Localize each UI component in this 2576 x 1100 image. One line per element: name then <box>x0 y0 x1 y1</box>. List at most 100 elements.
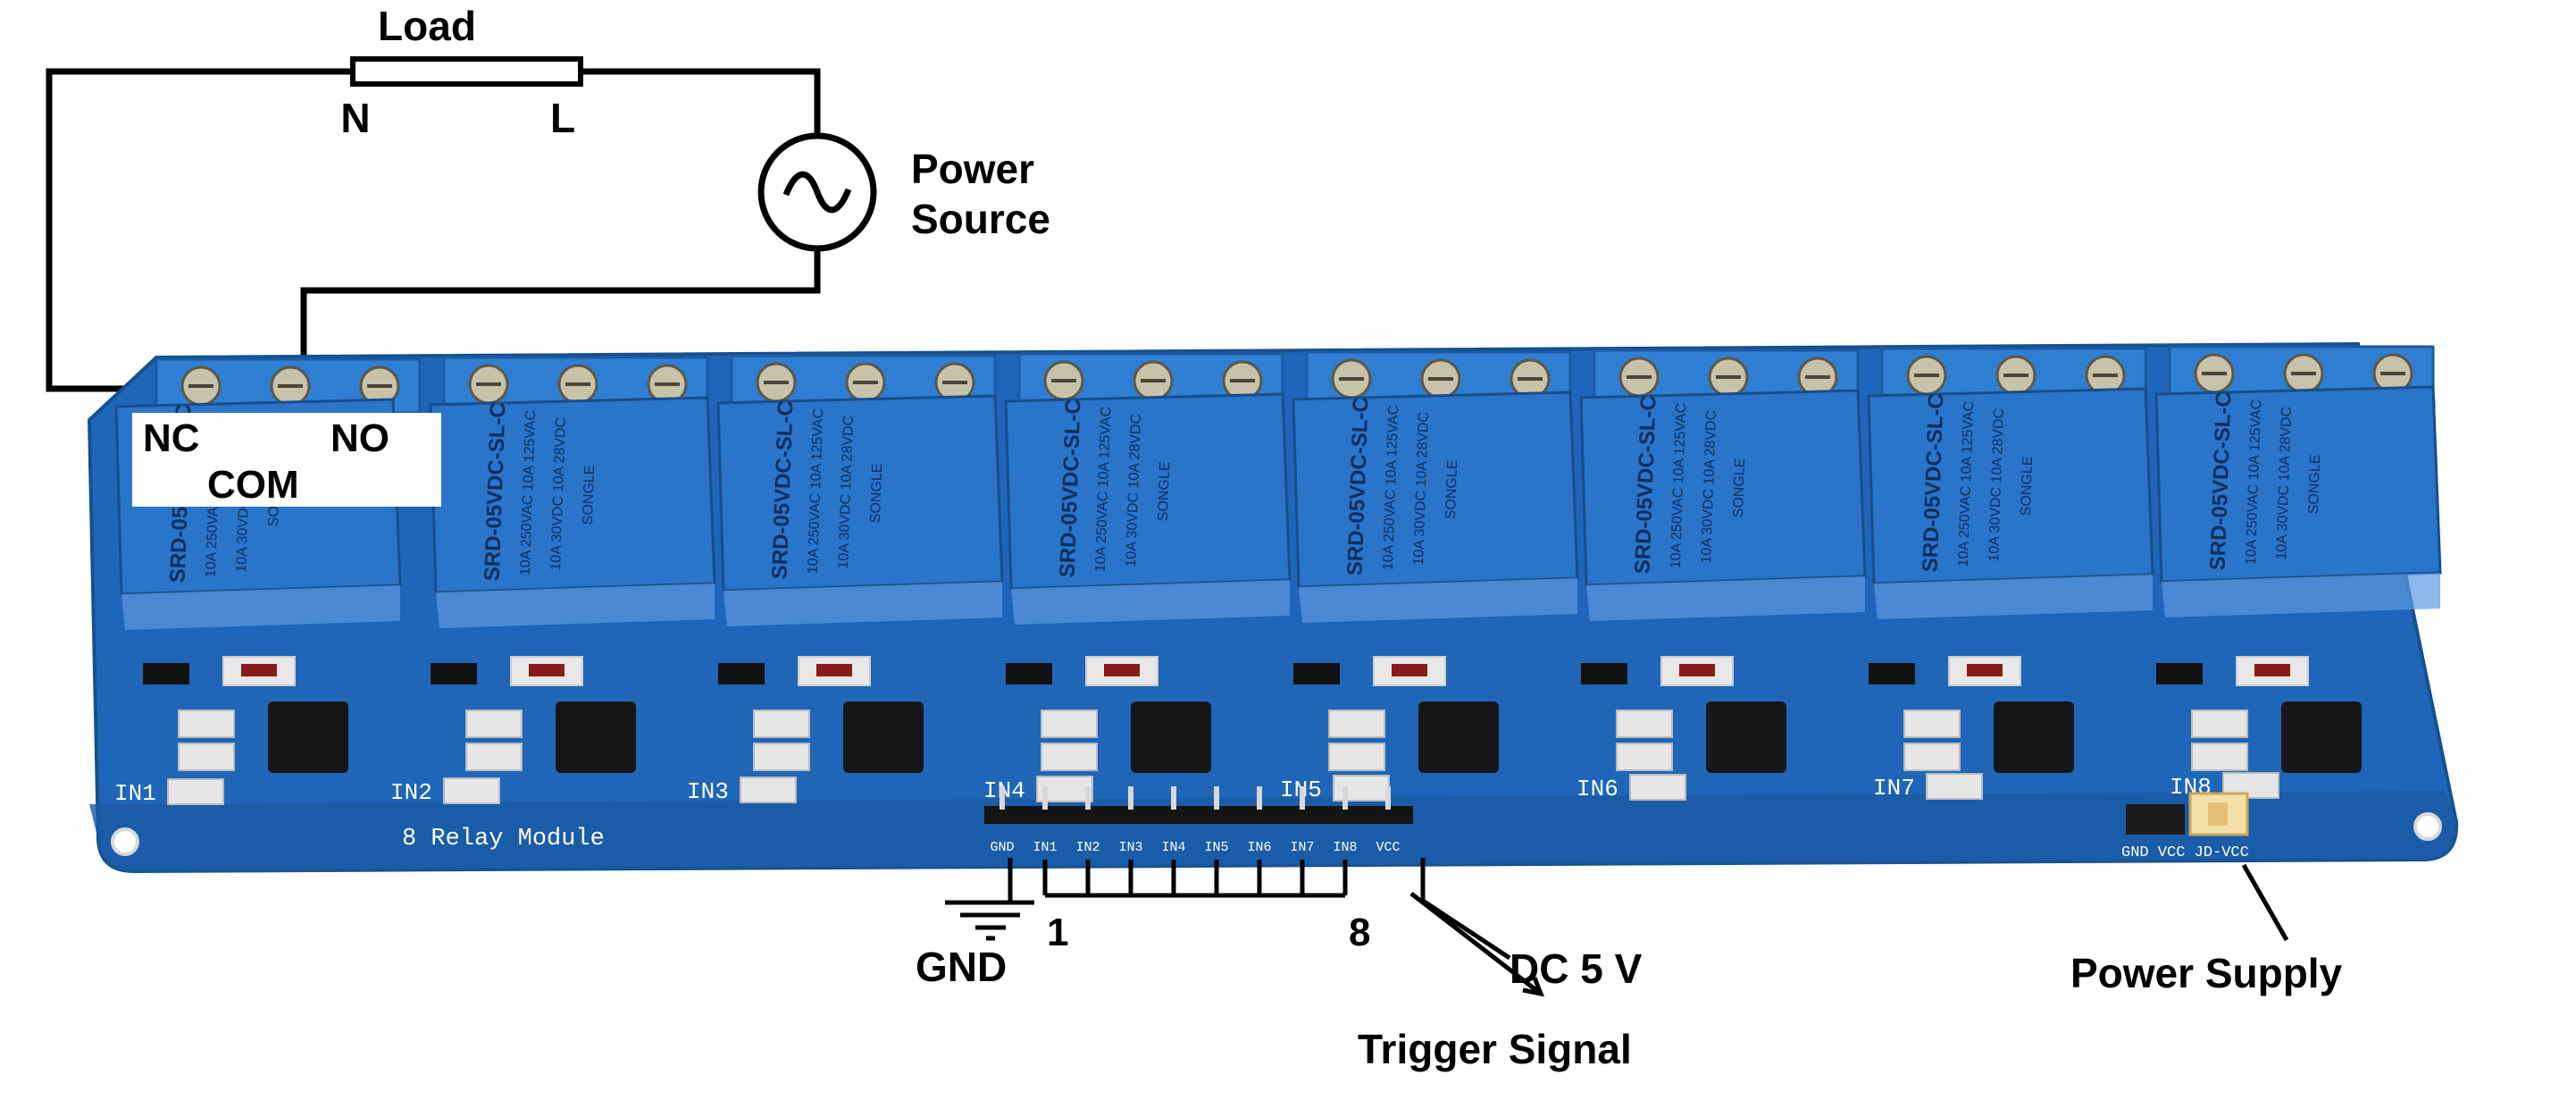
wire-nc-to-load <box>46 68 353 392</box>
wire-source-to-no <box>300 223 821 384</box>
relay-body <box>716 394 1004 592</box>
transistor <box>2156 663 2203 684</box>
relay-driver <box>143 656 348 773</box>
relay-marking: 10A 30VDC 10A 28VDC <box>1986 408 2007 562</box>
resistor-pad <box>465 710 523 738</box>
diode-band <box>2254 664 2290 676</box>
header-pin <box>1300 786 1305 810</box>
relay-base <box>1874 575 2153 619</box>
relay-marking: 10A 30VDC 10A 28VDC <box>1124 414 1144 567</box>
header-pin-label: GND <box>990 840 1014 855</box>
relay-marking: 10A 250VAC 10A 125VAC <box>1381 405 1401 571</box>
relay-base <box>436 584 715 628</box>
relay-body <box>1867 387 2154 585</box>
header-pin <box>1385 786 1391 810</box>
led-pad <box>1926 773 1983 800</box>
relay-driver <box>431 656 636 773</box>
diode-band <box>529 664 565 676</box>
led-pad <box>1041 743 1098 771</box>
resistor-pad <box>753 710 810 738</box>
relay-marking: SONGLE <box>1731 458 1748 517</box>
transistor <box>1581 663 1627 684</box>
relay-base <box>1299 578 1577 623</box>
relay-marking: 10A 250VAC 10A 125VAC <box>1093 407 1114 573</box>
diode-band <box>1104 664 1140 676</box>
relay-marking: SONGLE <box>2019 456 2036 516</box>
input-label: IN3 <box>687 778 729 805</box>
relay-marking: 10A 30VDC 10A 28VDC <box>2274 407 2295 560</box>
resistor-pad <box>1903 710 1961 738</box>
transistor <box>718 663 765 684</box>
header-pin <box>1171 786 1176 810</box>
relay-marking: SONGLE <box>581 465 598 525</box>
relay-marking: SONGLE <box>2306 454 2323 514</box>
optocoupler <box>2281 701 2362 773</box>
relay-marking: 10A 30VDC 10A 28VDC <box>1411 412 1432 566</box>
led-pad <box>1629 774 1686 801</box>
relay-driver <box>1293 656 1499 773</box>
mount-hole <box>2413 812 2442 841</box>
diode <box>798 656 871 686</box>
header-pin-label: VCC <box>1376 840 1400 855</box>
mount-hole <box>111 827 139 856</box>
relay-marking: 10A 30VDC 10A 28VDC <box>548 417 569 571</box>
header-pin-label: IN1 <box>1033 840 1057 855</box>
transistor <box>143 663 189 684</box>
header-pin-label: IN3 <box>1118 840 1142 855</box>
relay-marking: 10A 250VAC 10A 125VAC <box>1956 401 1977 567</box>
led-pad <box>1616 743 1673 771</box>
input-label: IN1 <box>114 780 156 807</box>
input-label: IN6 <box>1577 776 1618 802</box>
header-pin <box>999 786 1005 810</box>
wire-load-to-source <box>581 68 821 161</box>
header-pin <box>1257 786 1262 810</box>
ground-icon <box>945 858 1034 941</box>
header-body <box>984 806 1413 824</box>
relay-base <box>723 582 1002 626</box>
header-pin-label: IN7 <box>1290 840 1314 855</box>
header-pin-label: IN6 <box>1247 840 1271 855</box>
resistor-pad <box>1041 710 1098 738</box>
relay-driver <box>718 656 924 773</box>
header-pin <box>1128 786 1133 810</box>
relay-driver <box>2156 656 2362 773</box>
diode-band <box>1967 664 2003 676</box>
relay-base <box>1011 580 1290 625</box>
led-pad <box>443 777 500 804</box>
optocoupler <box>1706 701 1786 773</box>
transistor <box>431 663 477 684</box>
relay-marking: SONGLE <box>868 463 885 523</box>
line-label: L <box>550 95 575 141</box>
relay-body <box>2154 385 2442 584</box>
relay-base <box>1586 576 1865 621</box>
header-pin-label: IN8 <box>1333 840 1357 855</box>
input-label: IN2 <box>390 779 432 806</box>
relay-marking: 10A 250VAC 10A 125VAC <box>2244 399 2264 566</box>
header-pin <box>1085 786 1091 810</box>
relay-base <box>121 585 400 630</box>
header-pin <box>1342 786 1348 810</box>
relay-marking: 10A 250VAC 10A 125VAC <box>1669 403 1689 569</box>
jumper-label: GND VCC JD-VCC <box>2121 844 2249 861</box>
optocoupler <box>843 701 924 773</box>
trigger-wires <box>1042 860 1348 898</box>
pin1-label: 1 <box>1047 911 1068 954</box>
optocoupler <box>1994 701 2074 773</box>
power-source-label: Power Source <box>911 146 1050 242</box>
pcb-edge-shade <box>89 791 2457 871</box>
com-label: COM <box>207 463 299 507</box>
load-resistor <box>350 56 583 87</box>
relay-base <box>2162 573 2440 617</box>
relay-marking: SONGLE <box>1156 461 1173 521</box>
relay-marking: 10A 250VAC 10A 125VAC <box>518 410 539 576</box>
power-source-line-2: Source <box>911 196 1050 242</box>
led-pad <box>2191 743 2248 771</box>
vcc-leader <box>1409 858 1544 997</box>
